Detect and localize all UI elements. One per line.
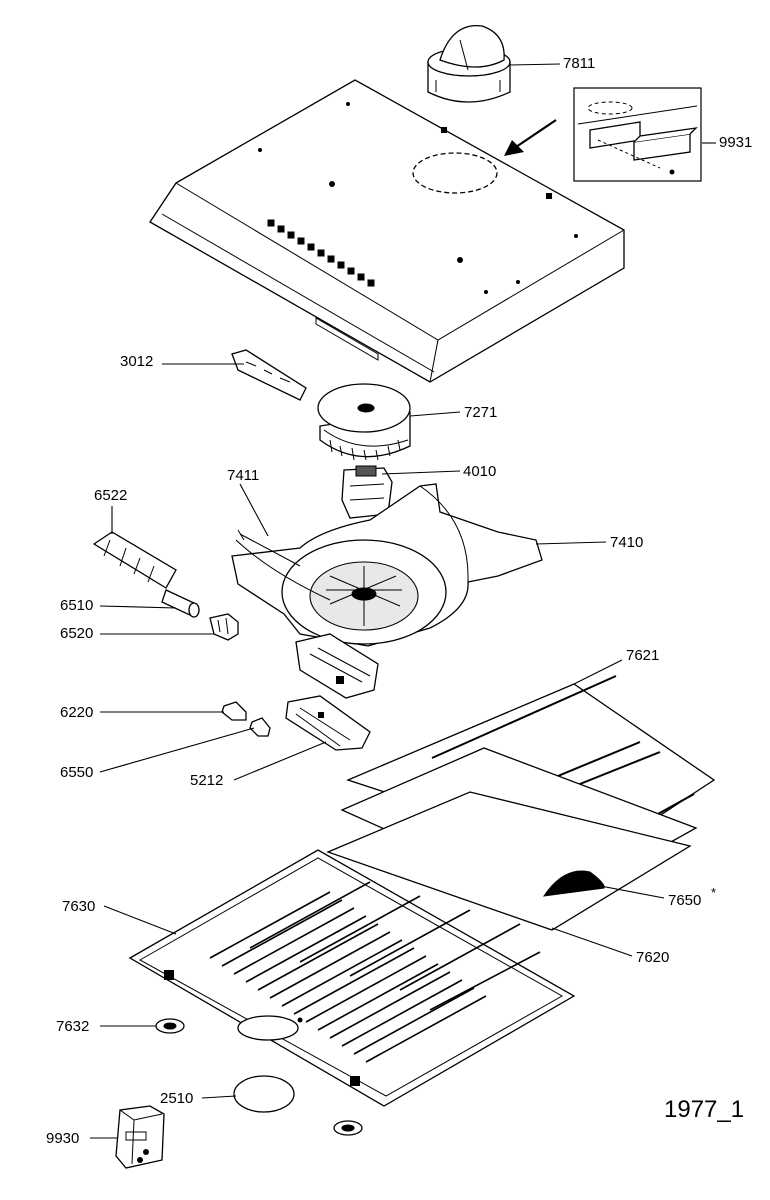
callout-6220: 6220 <box>60 704 94 721</box>
part-9930-accessory-bag <box>115 1105 165 1169</box>
part-5212-control-board <box>285 695 371 751</box>
part-6520-bulb <box>209 613 239 641</box>
part-9931-bracket-inset <box>573 87 702 182</box>
part-clip-lower <box>333 1120 363 1136</box>
callout-2510: 2510 <box>160 1090 194 1107</box>
callout-6510: 6510 <box>60 597 94 614</box>
callout-7650-asterisk: * <box>711 885 717 900</box>
part-2510-lamp-glass <box>233 1075 295 1113</box>
hood-body <box>149 79 625 383</box>
part-6550-clip <box>249 717 271 737</box>
callout-7271: 7271 <box>464 404 498 421</box>
callout-7411: 7411 <box>227 467 260 484</box>
callout-4010: 4010 <box>463 463 497 480</box>
callout-7630: 7630 <box>62 898 96 915</box>
part-7620-filter-mat <box>326 747 698 931</box>
callout-7621: 7621 <box>626 647 660 664</box>
callout-7620: 7620 <box>636 949 670 966</box>
callout-7632: 7632 <box>56 1018 90 1035</box>
part-7410-blower-housing <box>231 483 543 647</box>
callout-5212: 5212 <box>190 772 224 789</box>
leader-lines <box>90 63 716 1139</box>
diagram-reference-id: 1977_1 <box>664 1096 745 1123</box>
part-6522-lamp-cover <box>92 531 177 589</box>
callout-9931: 9931 <box>719 134 753 151</box>
callout-7650: 7650 <box>668 892 702 909</box>
callout-6550: 6550 <box>60 764 94 781</box>
part-7811-exhaust-collar <box>427 24 511 103</box>
part-7271-fan-wheel <box>317 383 411 461</box>
part-6510-lamp-holder <box>161 589 200 618</box>
callout-6520: 6520 <box>60 625 94 642</box>
part-7632-clip <box>155 1018 185 1034</box>
assembly-arrow <box>504 119 557 156</box>
part-6220-connector <box>221 701 247 721</box>
callout-9930: 9930 <box>46 1130 80 1147</box>
callout-3012: 3012 <box>120 353 154 370</box>
callout-7410: 7410 <box>610 534 644 551</box>
part-4010-motor <box>341 465 393 519</box>
callout-7811: 7811 <box>563 55 596 72</box>
part-3012-switch <box>231 349 307 401</box>
part-control-block <box>295 633 379 699</box>
callout-6522: 6522 <box>94 487 128 504</box>
part-7630-filter-panel <box>128 849 576 1107</box>
